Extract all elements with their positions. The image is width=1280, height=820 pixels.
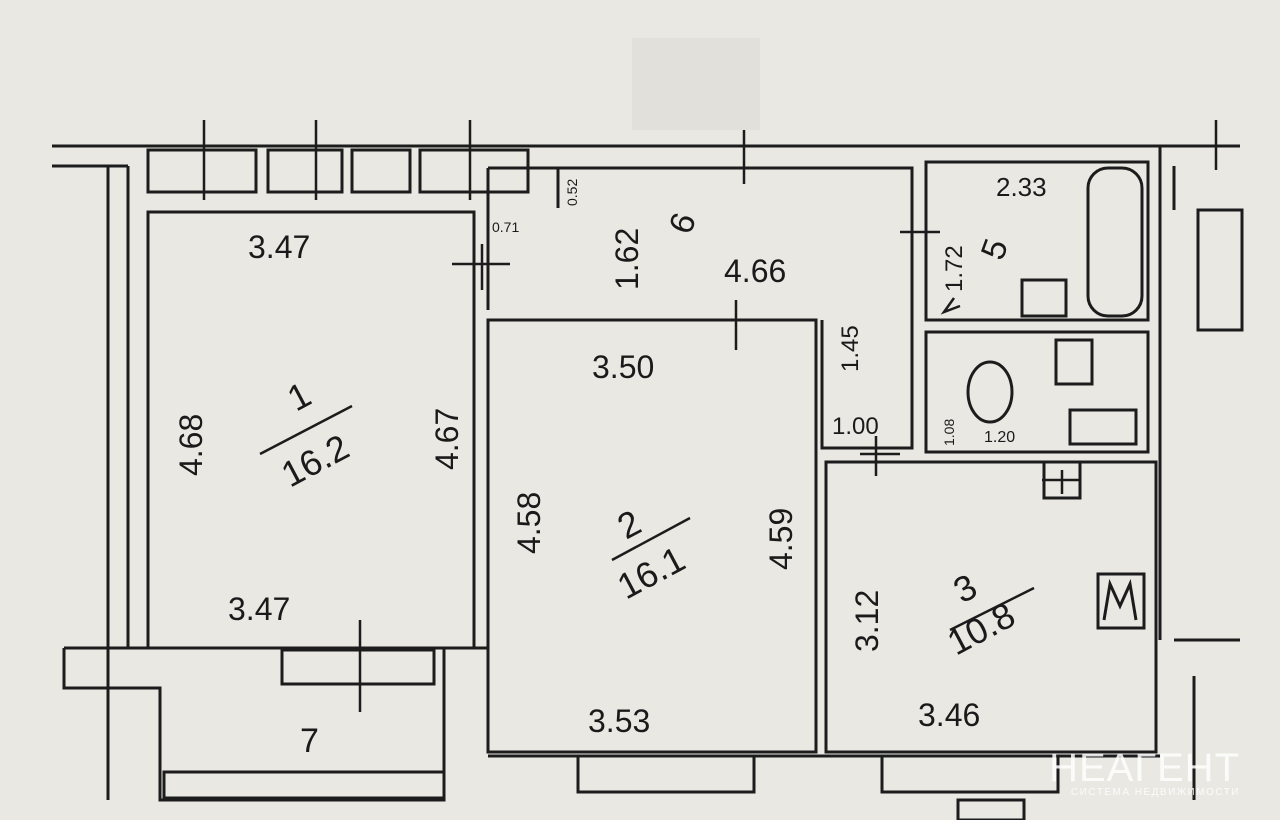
hall-outline bbox=[486, 166, 914, 310]
corridor-outline bbox=[820, 300, 914, 450]
dim-wc-height: 1.08 bbox=[941, 419, 957, 446]
bottom-window-1 bbox=[576, 754, 756, 794]
outer-wall-left bbox=[106, 166, 130, 800]
watermark-tagline: СИСТЕМА НЕДВИЖИМОСТИ bbox=[1070, 787, 1240, 798]
toilet bbox=[966, 360, 1014, 424]
dim-bath-width: 2.33 bbox=[996, 172, 1047, 202]
dim-room2-bottom: 3.53 bbox=[588, 703, 650, 739]
dim-hall-small-b: 0.71 bbox=[492, 219, 519, 235]
room-7-number: 7 bbox=[300, 722, 319, 760]
dim-corridor-height: 1.45 bbox=[837, 325, 864, 372]
blank-patch bbox=[632, 38, 760, 130]
dim-hall-width: 1.62 bbox=[609, 228, 645, 290]
dim-room3-bottom: 3.46 bbox=[918, 697, 980, 733]
dim-room2-left: 4.58 bbox=[511, 492, 547, 554]
room-3-number: 3 bbox=[947, 565, 984, 611]
dim-corridor-width: 1.00 bbox=[832, 413, 879, 440]
outer-wall-top bbox=[52, 144, 1240, 168]
stove-mark bbox=[1102, 578, 1138, 621]
bathtub bbox=[1086, 166, 1144, 318]
room-3-area: 10.8 bbox=[941, 594, 1022, 663]
room-3-outline bbox=[824, 460, 1158, 754]
room-6-number: 6 bbox=[662, 208, 704, 239]
wc-outline bbox=[924, 330, 1150, 454]
room-5-number: 5 bbox=[974, 234, 1016, 265]
stove bbox=[1096, 572, 1146, 630]
watermark: НЕАГЕНТ СИСТЕМА НЕДВИЖИМОСТИ bbox=[1049, 746, 1240, 798]
dim-room1-right: 4.67 bbox=[429, 408, 465, 470]
balcony-slab bbox=[62, 646, 488, 802]
room-2-outline bbox=[486, 318, 818, 754]
window-1 bbox=[146, 148, 258, 194]
bottom-window-2 bbox=[880, 754, 1060, 794]
dim-hall-small-a: 0.52 bbox=[564, 179, 580, 206]
wc-fixture-2 bbox=[1068, 408, 1138, 446]
window-2 bbox=[266, 148, 344, 194]
dim-room2-right: 4.59 bbox=[763, 508, 799, 570]
room-2-number: 2 bbox=[611, 501, 648, 547]
right-shaft bbox=[1196, 208, 1244, 332]
sink-bath bbox=[1020, 278, 1068, 318]
wc-fixture-1 bbox=[1054, 338, 1094, 386]
balcony-window bbox=[280, 648, 436, 686]
room-1-area: 16.2 bbox=[275, 426, 356, 495]
dim-wc-width: 1.20 bbox=[984, 429, 1015, 446]
dim-room2-top: 3.50 bbox=[592, 349, 654, 385]
dim-hall-length: 4.66 bbox=[724, 253, 786, 289]
outer-wall-right bbox=[1158, 146, 1240, 800]
dim-bath-height: 1.72 bbox=[941, 245, 968, 292]
window-4 bbox=[418, 148, 530, 194]
dim-room1-top: 3.47 bbox=[248, 229, 310, 265]
room-2-area: 16.1 bbox=[611, 538, 692, 607]
balcony-rail bbox=[162, 770, 446, 800]
dim-room1-bottom: 3.47 bbox=[228, 591, 290, 627]
bathroom-outline bbox=[924, 160, 1150, 322]
watermark-logo: НЕАГЕНТ bbox=[1049, 746, 1240, 790]
room-1-number: 1 bbox=[281, 373, 318, 419]
vent-bottom bbox=[956, 798, 1026, 820]
window-3 bbox=[350, 148, 412, 194]
dim-room1-left: 4.68 bbox=[173, 414, 209, 476]
dim-room3-left: 3.12 bbox=[849, 590, 885, 652]
